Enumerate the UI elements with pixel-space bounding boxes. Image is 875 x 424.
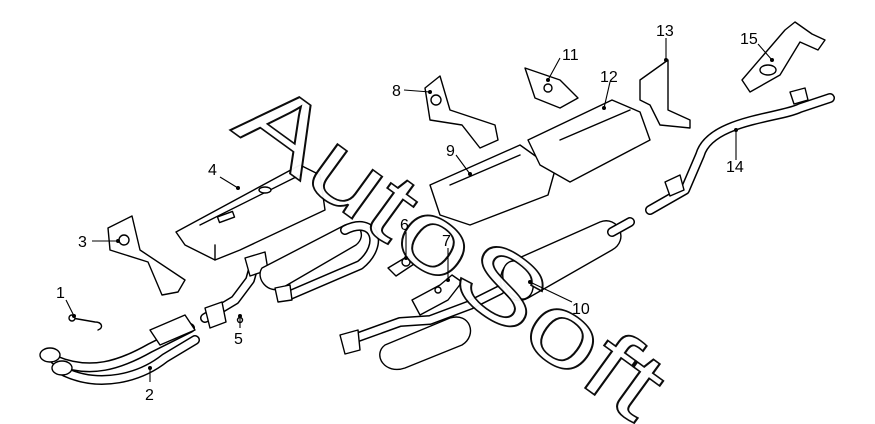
- callout-4: 4: [208, 162, 217, 179]
- callout-9: 9: [446, 143, 455, 160]
- part-14-tail-pipe: [645, 87, 835, 215]
- callout-15: 15: [740, 31, 758, 48]
- callout-1: 1: [56, 285, 65, 302]
- part-13-hanger: [639, 59, 691, 129]
- part-6-clamp: [387, 255, 415, 277]
- callout-5: 5: [234, 331, 243, 348]
- callout-7: 7: [442, 233, 451, 250]
- callout-10: 10: [572, 301, 590, 318]
- part-9-heat-shield: [429, 144, 556, 226]
- callout-11: 11: [562, 47, 579, 64]
- callout-3: 3: [78, 234, 87, 251]
- part-5-intermediate-pipe: [200, 251, 269, 329]
- front-muffler: [259, 220, 380, 303]
- part-15-hanger-bracket: [741, 21, 826, 93]
- part-7-bracket: [411, 274, 463, 316]
- part-8-bracket: [424, 75, 499, 149]
- part-2-front-pipe: [39, 314, 200, 385]
- callout-12: 12: [600, 69, 618, 86]
- part-4-heat-shield: [175, 164, 326, 261]
- callout-2: 2: [145, 387, 154, 404]
- part-3-bracket: [107, 215, 186, 296]
- callout-13: 13: [656, 23, 674, 40]
- leader-lines: [65, 38, 774, 382]
- callout-6: 6: [400, 217, 409, 234]
- part-12-heat-shield: [527, 99, 651, 183]
- callout-8: 8: [392, 83, 401, 100]
- center-pipe-assembly: [339, 285, 505, 371]
- part-11-bracket: [524, 67, 579, 109]
- callout-14: 14: [726, 159, 744, 176]
